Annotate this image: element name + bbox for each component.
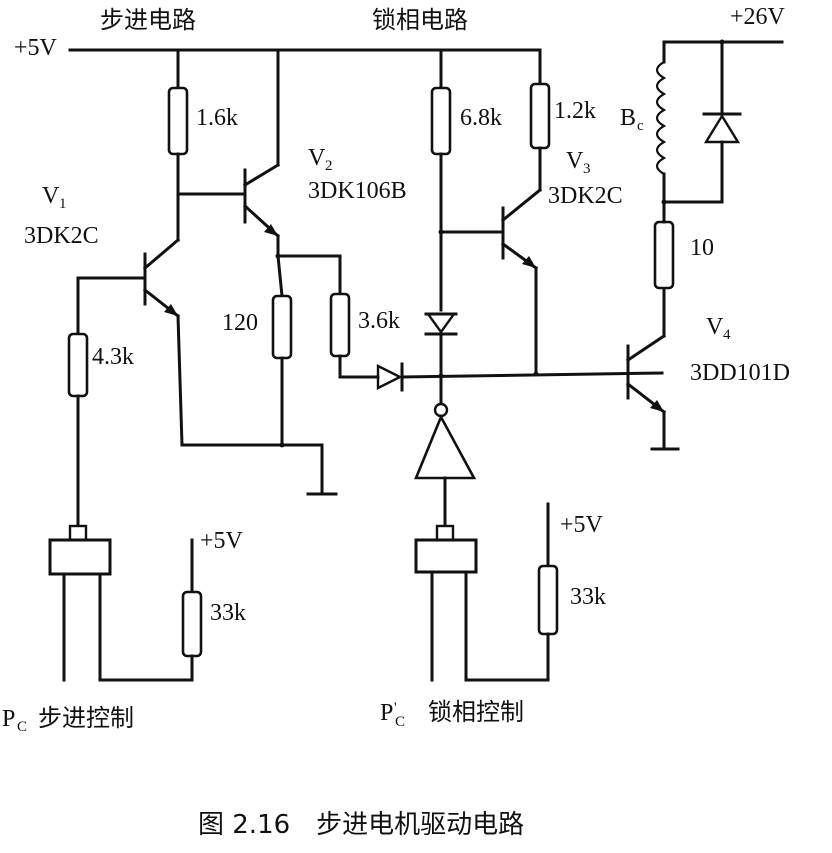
- lock-circuit-header: 锁相电路: [372, 6, 468, 34]
- resistor-r6-value: 3.6k: [358, 308, 400, 334]
- input-right-label: 锁相控制: [428, 698, 524, 726]
- transistor-v2-model: 3DK106B: [308, 178, 407, 204]
- transistor-v3-sub: 3: [583, 161, 591, 177]
- transistor-v4-name: V: [706, 314, 724, 340]
- resistor-r9: [537, 502, 559, 682]
- resistor-r5: [271, 254, 293, 447]
- resistor-r8-value: 33k: [210, 600, 246, 626]
- transistor-v3: [439, 174, 543, 376]
- resistor-r5-value: 120: [222, 310, 258, 336]
- coil-sub: c: [637, 118, 644, 134]
- transistor-v4-sub: 4: [723, 327, 731, 343]
- resistor-r4-value: 4.3k: [92, 344, 134, 370]
- resistor-r8: [181, 538, 203, 682]
- diode-flyback: [662, 40, 742, 204]
- resistor-r4: [67, 276, 89, 528]
- transistor-v1: [76, 237, 184, 447]
- supply-label-26v: +26V: [730, 4, 786, 30]
- transistor-v4: [625, 333, 680, 451]
- resistor-r9-value: 33k: [570, 584, 606, 610]
- supply-label-aux-left: +5V: [200, 528, 244, 554]
- input-right-sub: C: [395, 714, 405, 730]
- transistor-v3-name: V: [566, 148, 584, 174]
- input-connector-left: [48, 524, 194, 682]
- resistor-r3-value: 1.2k: [554, 98, 596, 124]
- transistor-v1-sub: 1: [59, 196, 67, 212]
- resistor-r7: [653, 200, 675, 338]
- transistor-v2-name: V: [308, 145, 326, 171]
- input-connector-right: [414, 524, 550, 682]
- figure-caption: 图 2.16 步进电机驱动电路: [198, 810, 524, 840]
- resistor-r2-value: 6.8k: [460, 105, 502, 131]
- transistor-v1-name: V: [42, 183, 60, 209]
- supply-label-aux-right: +5V: [560, 512, 604, 538]
- transistor-v3-model: 3DK2C: [548, 183, 623, 209]
- transistor-v1-model: 3DK2C: [24, 223, 99, 249]
- transistor-v4-model: 3DD101D: [690, 360, 790, 386]
- resistor-r2: [430, 48, 452, 312]
- resistor-r7-value: 10: [690, 235, 714, 261]
- input-right-symbol: P: [380, 700, 393, 726]
- input-left-sub: C: [17, 719, 27, 735]
- transistor-v2-sub: 2: [325, 158, 333, 174]
- resistor-r1: [167, 48, 189, 242]
- diode-vertical: [424, 312, 458, 378]
- buffer-gate: [414, 374, 477, 528]
- step-circuit-header: 步进电路: [100, 6, 196, 34]
- input-right-prime: ': [394, 700, 397, 716]
- resistor-r3: [529, 48, 551, 178]
- diode-series: [376, 362, 664, 392]
- input-left-symbol: P: [2, 706, 15, 732]
- coil-bc: [655, 40, 667, 204]
- transistor-v2: [176, 48, 281, 258]
- input-left-label: 步进控制: [38, 704, 134, 732]
- coil-name: B: [620, 105, 636, 131]
- resistor-r1-value: 1.6k: [196, 105, 238, 131]
- resistor-r6: [276, 254, 380, 379]
- supply-label-5v: +5V: [14, 35, 58, 61]
